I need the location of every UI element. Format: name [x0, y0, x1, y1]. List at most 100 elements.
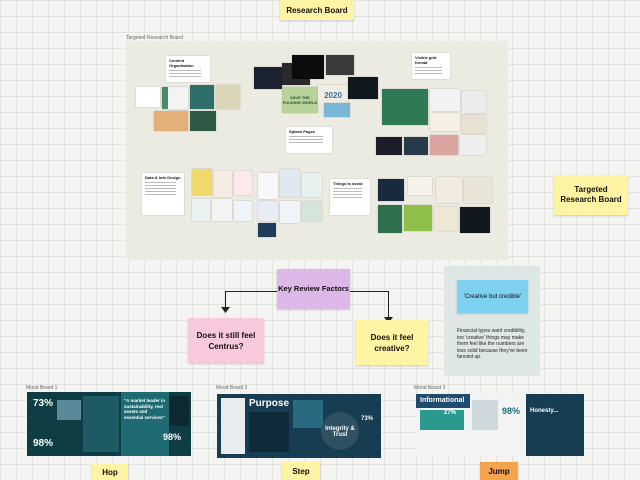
mood-board-3-label: Mood Board 3	[414, 385, 446, 391]
thumb-grid-4[interactable]	[462, 115, 486, 133]
mb1-stat-a: 73%	[33, 398, 54, 409]
thumb-2020[interactable]	[292, 55, 324, 79]
thumb-blue-wave[interactable]	[324, 103, 350, 117]
thumb-br-1[interactable]	[378, 179, 404, 201]
thumb-dark-row-1[interactable]	[376, 137, 402, 155]
things-to-avoid-note[interactable]: Things to avoid	[330, 179, 370, 215]
centrus-question-label: Does it still feel Centrus?	[196, 330, 256, 351]
mb2-stat-c: 73%	[361, 416, 374, 422]
hop-sticky[interactable]: Hop	[92, 464, 128, 480]
thumb-teal[interactable]	[190, 85, 214, 109]
thumb-info-8[interactable]	[234, 201, 252, 221]
thumb-grid-1[interactable]	[430, 89, 460, 111]
targeted-research-board[interactable]: Content Organisation SAVE THE FUCKING WO…	[126, 41, 508, 260]
thumb-br-4[interactable]	[464, 177, 492, 203]
creative-question-sticky[interactable]: Does it feel creative?	[356, 320, 428, 365]
thumb-grid-3[interactable]	[430, 113, 460, 131]
thumb-circles[interactable]	[382, 89, 428, 125]
thumb-stats[interactable]	[162, 87, 188, 109]
mb2-photo-a	[221, 398, 245, 454]
mood-board-1[interactable]: 73% "A market leader in sustainability, …	[27, 392, 191, 456]
creative-question-label: Does it feel creative?	[370, 332, 414, 353]
content-organisation-note[interactable]: Content Organisation	[166, 56, 210, 82]
mb1-stat-b: 98%	[33, 438, 54, 449]
visible-grid-note[interactable]: Visible grid format	[412, 53, 450, 79]
mb3-panel	[526, 394, 584, 456]
thumb-info-1[interactable]	[214, 171, 232, 197]
visible-grid-title: Visible grid format	[415, 55, 437, 65]
thumb-dark-row-2[interactable]	[404, 137, 428, 155]
thumb-info-5[interactable]	[302, 173, 322, 197]
thumb-info-12[interactable]	[258, 223, 276, 237]
mb1-stat-c: 98%	[163, 432, 182, 442]
year-text: 2020	[324, 90, 342, 100]
key-review-factors-sticky[interactable]: Key Review Factors	[277, 269, 350, 309]
research-board-sticky[interactable]: Research Board	[280, 0, 354, 20]
mood-board-1-label: Mood Board 1	[26, 385, 58, 391]
thumb-info-2[interactable]	[234, 171, 252, 195]
thumb-info-6[interactable]	[192, 199, 210, 221]
jump-sticky[interactable]: Jump	[480, 462, 518, 480]
key-review-factors-label: Key Review Factors	[278, 284, 349, 293]
thumb-dark-3[interactable]	[326, 55, 354, 75]
mood-board-3[interactable]: Informational 27% 98% Honesty...	[416, 394, 584, 456]
board-frame-label: Targeted Research Board	[126, 35, 183, 41]
splash-pages-title: Splash Pages	[289, 129, 316, 134]
thumb-br-5[interactable]	[378, 205, 402, 233]
mood-board-2-label: Mood Board 2	[216, 385, 248, 391]
thumb-2020-circles[interactable]: 2020	[318, 85, 348, 105]
thumb-info-3[interactable]	[258, 173, 278, 199]
thumb-map[interactable]	[216, 85, 240, 109]
credible-quote-text: 'Creative but credible'	[463, 293, 522, 300]
credible-panel[interactable]: 'Creative but credible' Financial types …	[444, 266, 540, 376]
mb1-photo-b	[169, 396, 189, 426]
thumb-info-10[interactable]	[280, 201, 300, 223]
mb1-quote: "A market leader in sustainability, real…	[124, 398, 165, 420]
thumb-info-11[interactable]	[302, 201, 322, 221]
thumb-dark-4[interactable]	[348, 77, 378, 99]
thumb-info-4[interactable]	[280, 169, 300, 197]
mb2-stat-a: Purpose	[249, 398, 290, 409]
mb3-bar	[416, 394, 470, 408]
mb3-stat-c: 98%	[502, 406, 521, 416]
thumb-br-7[interactable]	[434, 207, 458, 231]
splash-pages-note[interactable]: Splash Pages	[286, 127, 332, 153]
mb3-stat-a: Informational	[420, 397, 465, 404]
content-organisation-title: Content Organisation	[169, 58, 194, 68]
thumb-br-8[interactable]	[460, 207, 490, 233]
hop-label: Hop	[102, 467, 118, 477]
thumb-dashboard[interactable]	[136, 87, 160, 107]
step-sticky[interactable]: Step	[282, 462, 320, 480]
centrus-question-sticky[interactable]: Does it still feel Centrus?	[188, 318, 264, 363]
data-info-note[interactable]: Data & Info Design	[142, 173, 184, 215]
thumb-info-7[interactable]	[212, 199, 232, 221]
connector-right-drop	[388, 291, 389, 319]
thumb-dark-1[interactable]	[254, 67, 282, 89]
credible-quote-sticky[interactable]: 'Creative but credible'	[457, 280, 528, 313]
things-to-avoid-title: Things to avoid	[333, 181, 363, 186]
mb1-grid	[83, 396, 119, 452]
thumb-save-world[interactable]: SAVE THE FUCKING WORLD	[282, 87, 318, 113]
mb2-chart	[249, 412, 289, 452]
targeted-research-sticky[interactable]: Targeted Research Board	[554, 175, 628, 215]
thumb-grid-2[interactable]	[462, 91, 486, 113]
thumb-br-2[interactable]	[408, 177, 432, 195]
thumb-yellow-chart[interactable]	[192, 169, 212, 195]
data-info-title: Data & Info Design	[145, 175, 181, 180]
thumb-br-3[interactable]	[436, 177, 462, 203]
thumb-green-card[interactable]	[190, 111, 216, 131]
mb3-teal-block	[420, 410, 464, 430]
thumb-br-6[interactable]	[404, 205, 432, 231]
targeted-research-label: Targeted Research Board	[560, 185, 622, 204]
thumb-info-9[interactable]	[258, 201, 278, 221]
mb3-stat-d: Honesty...	[530, 408, 559, 414]
mb3-photo-a	[472, 400, 498, 430]
step-label: Step	[292, 466, 310, 476]
mb1-photo-a	[57, 400, 81, 420]
mood-board-2[interactable]: Purpose Integrity & Trust 73%	[217, 394, 381, 458]
mb2-photo-b	[293, 400, 323, 428]
thumb-orange[interactable]	[154, 111, 188, 131]
thumb-pink[interactable]	[430, 135, 458, 155]
mb3-stat-b: 27%	[444, 410, 457, 416]
thumb-light[interactable]	[460, 135, 486, 155]
